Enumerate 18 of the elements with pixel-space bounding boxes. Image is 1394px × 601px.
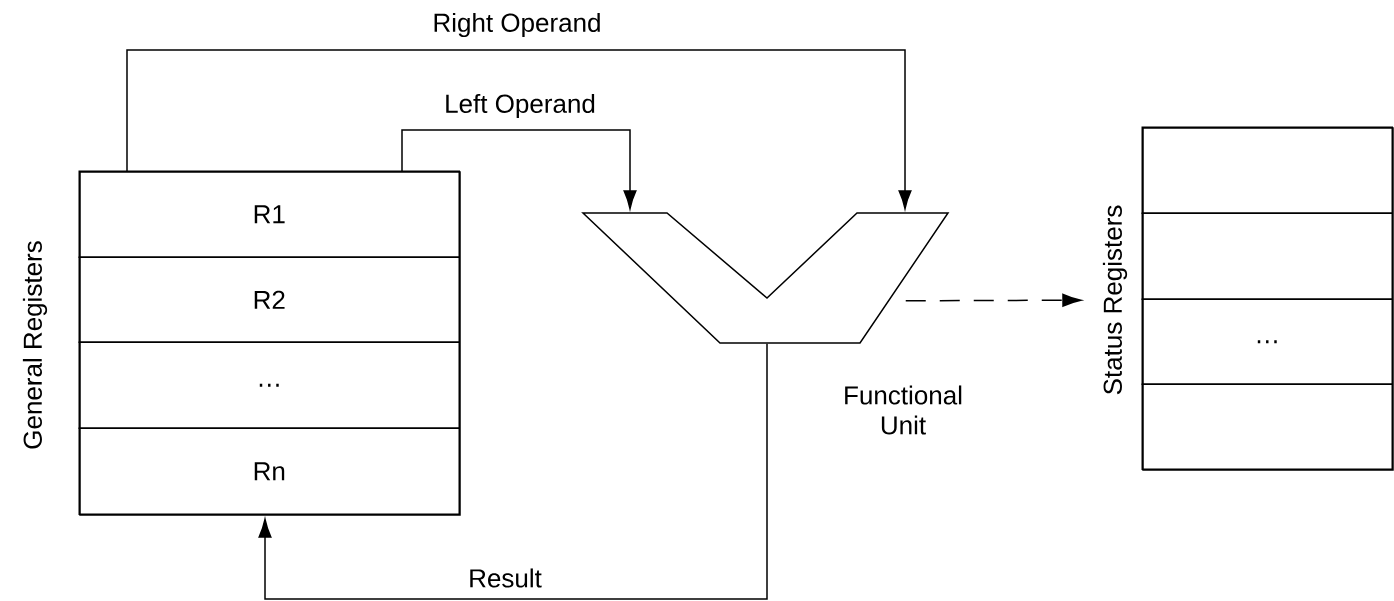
register-row bbox=[1141, 212, 1393, 300]
arrow bbox=[258, 343, 768, 600]
edge-label: Left Operand bbox=[442, 91, 598, 121]
register-row: Rn bbox=[78, 427, 460, 515]
arrow bbox=[401, 129, 637, 210]
register-row: … bbox=[1141, 298, 1393, 385]
node-label: General Registers bbox=[22, 241, 48, 449]
edge-label: Result bbox=[466, 566, 544, 590]
node-label: Status Registers bbox=[1102, 205, 1128, 395]
arrow bbox=[905, 293, 1082, 307]
register-row bbox=[1141, 383, 1393, 470]
register-row bbox=[1141, 126, 1393, 214]
node-label: Functional Unit bbox=[845, 385, 962, 435]
edge-label: Right Operand bbox=[430, 10, 604, 40]
register-row: R2 bbox=[78, 256, 460, 343]
register-row: … bbox=[78, 341, 460, 429]
arrow bbox=[126, 49, 912, 210]
register-row: R1 bbox=[78, 170, 460, 258]
